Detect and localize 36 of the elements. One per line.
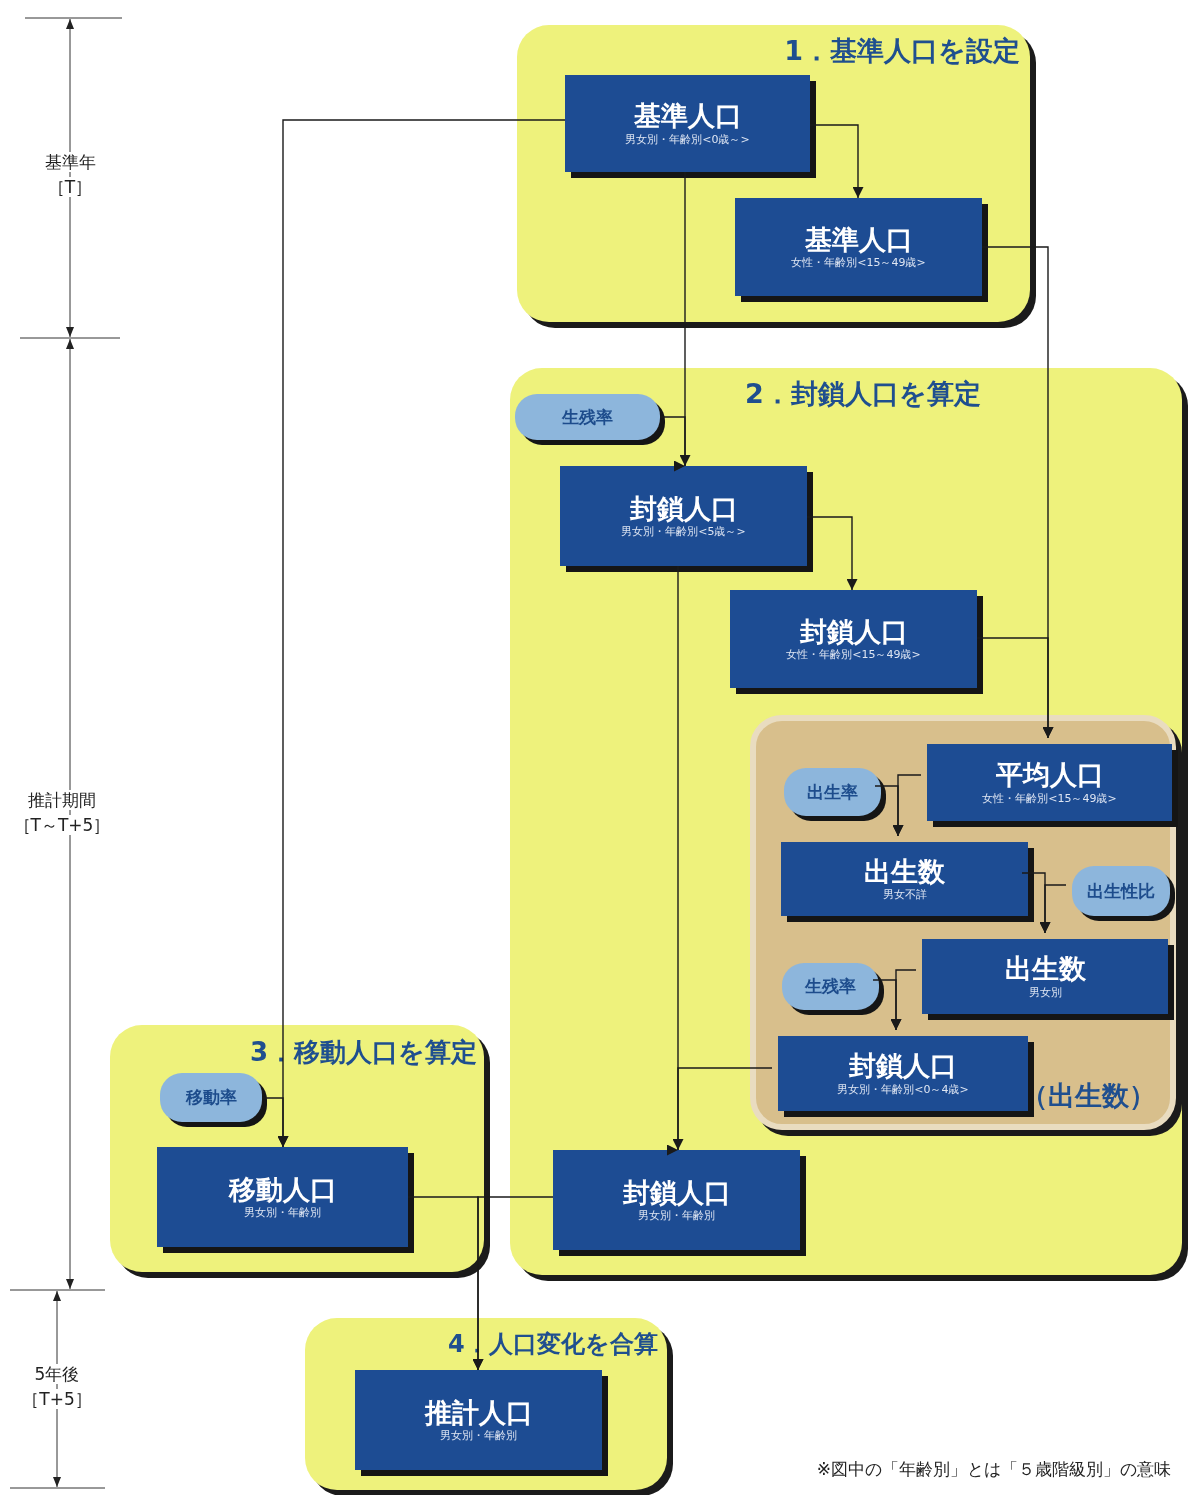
arrow — [672, 1067, 773, 1151]
box-title: 封鎖人口 — [799, 615, 908, 649]
step-heading: 4．人口変化を合算 — [448, 1329, 658, 1360]
box-subtitle: 男女別・年齢別<5歳～> — [621, 525, 746, 540]
box-subtitle: 男女別・年齢別 — [638, 1209, 715, 1224]
box-subtitle: 男女別・年齢別<0歳～> — [625, 132, 750, 147]
arrow — [1039, 884, 1067, 934]
box-title: 基準人口 — [633, 100, 742, 133]
box-title: 推計人口 — [424, 1396, 533, 1430]
box-subtitle: 男女別 — [1028, 985, 1062, 1000]
box-title: 平均人口 — [995, 759, 1104, 792]
box-title: 封鎖人口 — [849, 1050, 957, 1083]
box-subtitle: 女性・年齢別<15～49歳> — [791, 256, 926, 271]
box-title: 出生数 — [1004, 953, 1086, 986]
box-title: 封鎖人口 — [622, 1176, 731, 1210]
step-heading: 3．移動人口を算定 — [250, 1036, 478, 1069]
step-heading: 1．基準人口を設定 — [784, 34, 1020, 68]
period-label: 推計期間 — [26, 790, 98, 811]
period-label: 基準年 — [42, 152, 98, 173]
footnote: ※図中の「年齢別」とは「５歳階級別」の意味 — [816, 1458, 1171, 1481]
box-title: 封鎖人口 — [629, 492, 738, 526]
arrow — [472, 1196, 554, 1371]
step-heading: （出生数） — [1021, 1079, 1156, 1113]
box-subtitle: 女性・年齢別<15～49歳> — [786, 648, 921, 663]
box-subtitle: 女性・年齢別<15～49歳> — [982, 791, 1117, 806]
arrow — [874, 785, 904, 837]
box-subtitle: 男女別・年齢別<0～4歳> — [837, 1082, 969, 1097]
box-title: 出生数 — [864, 855, 945, 889]
step-heading: 2．封鎖人口を算定 — [745, 377, 981, 411]
box-subtitle: 男女別・年齢別 — [244, 1206, 321, 1221]
period-label: 5年後 — [32, 1364, 82, 1385]
box-title: 移動人口 — [228, 1173, 337, 1207]
box-subtitle: 男女不詳 — [882, 888, 927, 903]
box-subtitle: 男女別・年齢別 — [440, 1429, 517, 1444]
box-title: 基準人口 — [804, 223, 913, 257]
arrow — [872, 979, 902, 1031]
